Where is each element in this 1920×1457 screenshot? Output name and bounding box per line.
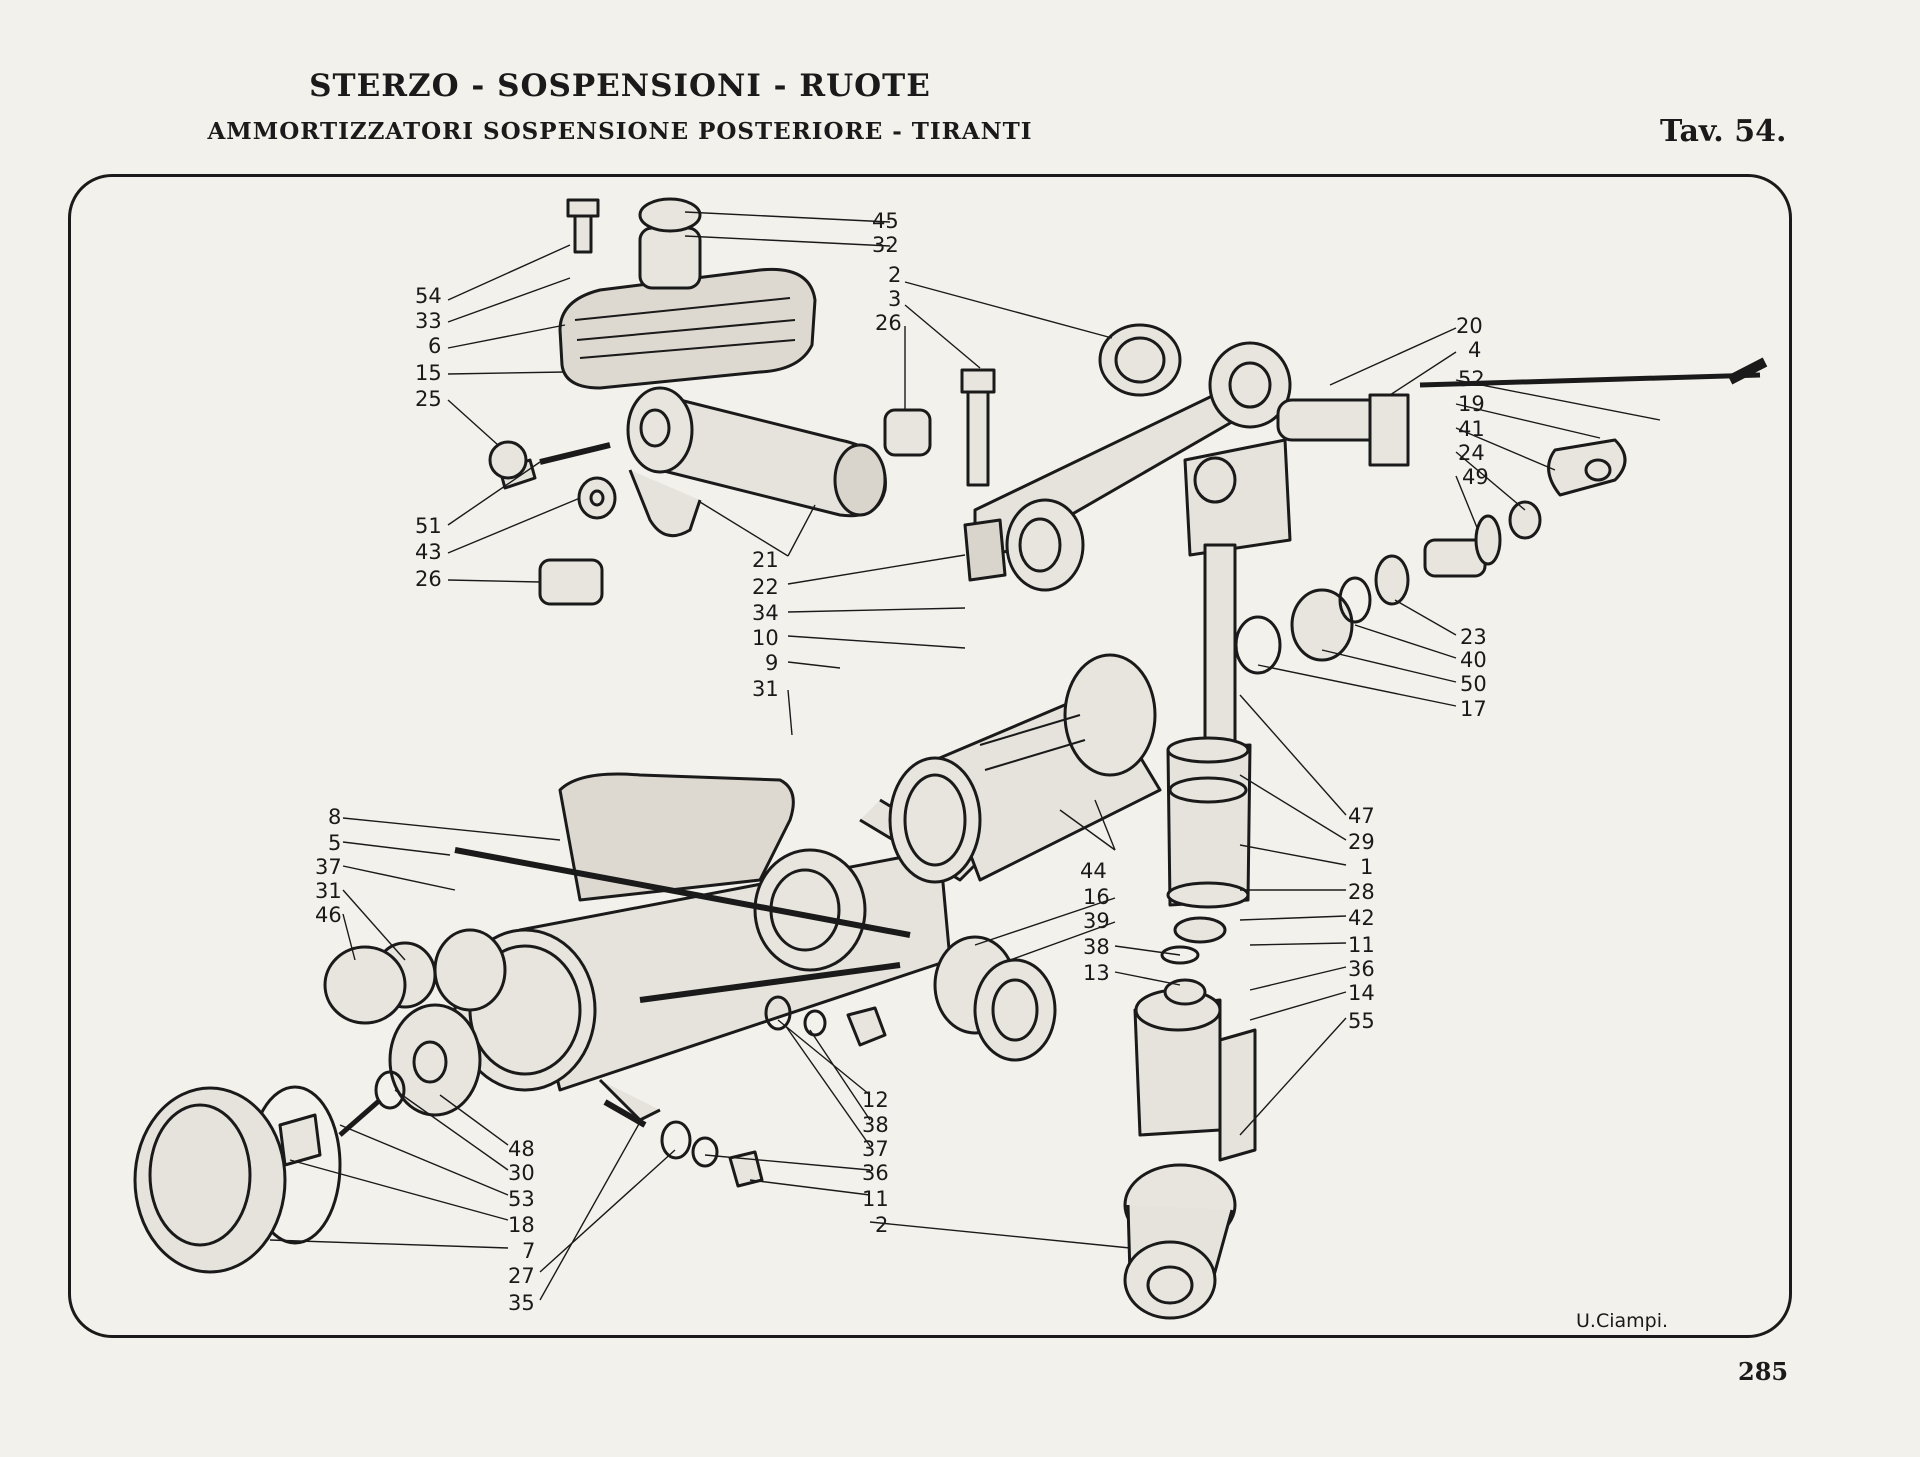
callout-label: 15	[415, 361, 442, 385]
callout-label: 1	[1360, 855, 1373, 879]
callout-label: 37	[862, 1137, 889, 1161]
callout-label: 49	[1462, 465, 1489, 489]
right-small-parts	[1234, 357, 1768, 675]
callout-label: 32	[872, 233, 899, 257]
callout-label: 43	[415, 540, 442, 564]
callout-label: 26	[875, 311, 902, 335]
callout-label: 20	[1456, 314, 1483, 338]
vertical-tie-rod-part	[1123, 438, 1292, 1320]
callout-label: 50	[1460, 672, 1487, 696]
callout-label: 55	[1348, 1009, 1375, 1033]
callout-label: 24	[1458, 441, 1485, 465]
callout-label: 38	[862, 1113, 889, 1137]
callout-label: 31	[752, 677, 779, 701]
callout-label: 7	[522, 1239, 535, 1263]
callout-label: 45	[872, 209, 899, 233]
drawing-frame	[68, 174, 1792, 1338]
callout-label: 17	[1460, 697, 1487, 721]
callout-label: 2	[875, 1213, 888, 1237]
callout-label: 27	[508, 1264, 535, 1288]
callout-label: 52	[1458, 367, 1485, 391]
callout-label: 44	[1080, 859, 1107, 883]
bolt-nut-small-parts	[488, 368, 996, 606]
callout-label: 53	[508, 1187, 535, 1211]
callout-label: 34	[752, 601, 779, 625]
callout-label: 5	[328, 831, 341, 855]
page-number: 285	[1738, 1357, 1789, 1386]
callout-label: 31	[315, 879, 342, 903]
callout-label: 11	[1348, 933, 1375, 957]
cap-gasket-part	[133, 1085, 342, 1274]
upper-cover-part	[558, 197, 817, 390]
callout-label: 46	[315, 903, 342, 927]
callout-label: 13	[1083, 961, 1110, 985]
cylinder-sleeve-part	[888, 653, 1162, 884]
lower-small-parts	[323, 935, 1057, 1188]
callout-label: 2	[888, 263, 901, 287]
callout-label: 14	[1348, 981, 1375, 1005]
callout-label: 19	[1458, 392, 1485, 416]
callout-label: 30	[508, 1161, 535, 1185]
callout-label: 9	[765, 651, 778, 675]
plate-number: Tav. 54.	[1660, 114, 1787, 149]
callout-label: 18	[508, 1213, 535, 1237]
callout-label: 39	[1083, 909, 1110, 933]
callout-label: 48	[508, 1137, 535, 1161]
callout-label: 35	[508, 1291, 535, 1315]
connecting-rod-part	[963, 323, 1410, 592]
callout-label: 4	[1468, 338, 1481, 362]
callout-label: 37	[315, 855, 342, 879]
page-title: STERZO - SOSPENSIONI - RUOTE	[309, 68, 931, 104]
callout-label: 28	[1348, 880, 1375, 904]
callout-label: 36	[862, 1161, 889, 1185]
callout-label: 42	[1348, 906, 1375, 930]
callout-label: 10	[752, 626, 779, 650]
callout-label: 51	[415, 514, 442, 538]
callout-label: 11	[862, 1187, 889, 1211]
callout-label: 22	[752, 575, 779, 599]
callout-label: 12	[862, 1088, 889, 1112]
callout-label: 29	[1348, 830, 1375, 854]
callout-label: 38	[1083, 935, 1110, 959]
callout-label: 47	[1348, 804, 1375, 828]
callout-label: 33	[415, 309, 442, 333]
callout-label: 6	[428, 334, 441, 358]
artist-signature: U.Ciampi.	[1576, 1310, 1669, 1332]
leader-lines	[269, 211, 1661, 1301]
arm-with-splined-shaft-part	[626, 386, 887, 538]
page-subtitle: AMMORTIZZATORI SOSPENSIONE POSTERIORE - …	[207, 118, 1033, 145]
callout-label: 26	[415, 567, 442, 591]
callout-label: 41	[1458, 417, 1485, 441]
callout-label: 40	[1460, 648, 1487, 672]
callout-label: 8	[328, 805, 341, 829]
callout-label: 21	[752, 548, 779, 572]
callout-label: 25	[415, 387, 442, 411]
callout-labels: 45 32 2 3 26 54 33 6 15 25 51 43 26 21 2…	[315, 209, 1489, 1315]
callout-label: 54	[415, 284, 442, 308]
callout-label: 36	[1348, 957, 1375, 981]
callout-label: 23	[1460, 625, 1487, 649]
callout-label: 16	[1083, 885, 1110, 909]
callout-label: 3	[888, 287, 901, 311]
